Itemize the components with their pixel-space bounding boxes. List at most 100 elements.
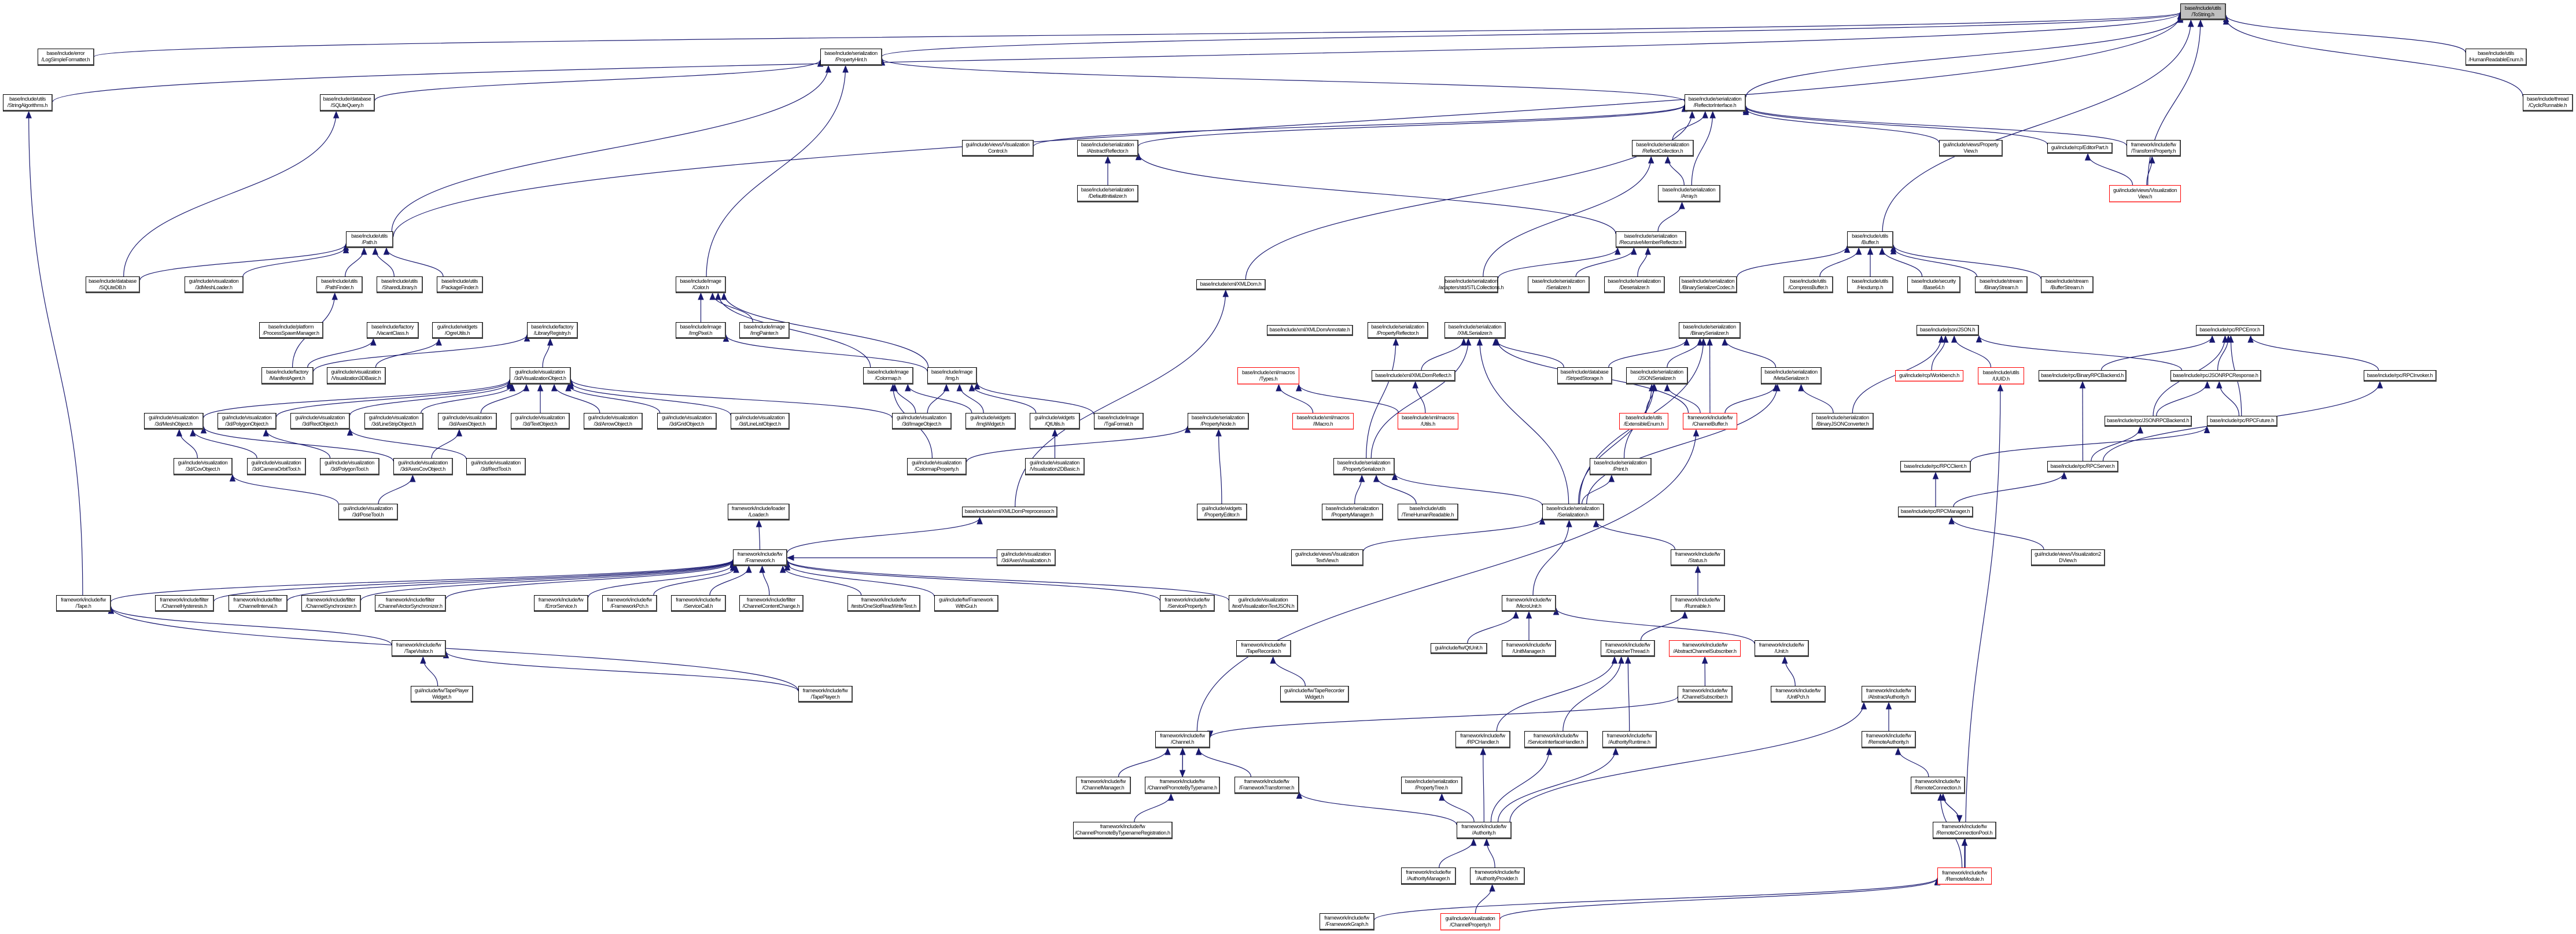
graph-node-rpchandler[interactable]: framework/include/fw/RPCHandler.h — [1455, 731, 1510, 748]
graph-node-image-object[interactable]: gui/include/visualization/3d/ImageObject… — [892, 413, 952, 430]
graph-node-visualization2-dbasic[interactable]: gui/include/visualization/Visualization2… — [1025, 458, 1085, 475]
graph-node-process-spawn-manager[interactable]: base/include/platform/ProcessSpawnManage… — [259, 322, 323, 339]
graph-node-img-widget[interactable]: gui/include/widgets/ImgWidget.h — [965, 413, 1016, 430]
graph-node-remote-connection[interactable]: framework/include/fw/RemoteConnection.h — [1911, 777, 1965, 794]
graph-node-binary-serializer[interactable]: base/include/serialization/BinarySeriali… — [1679, 322, 1741, 339]
graph-node-compress-buffer[interactable]: base/include/utils/CompressBuffer.h — [1783, 276, 1833, 293]
graph-node-polygon-tool[interactable]: gui/include/visualization/3d/PolygonTool… — [320, 458, 379, 475]
graph-node-remote-connection-pool[interactable]: framework/include/fw/RemoteConnectionPoo… — [1933, 822, 1996, 839]
graph-node-uuid[interactable]: base/include/utils/UUID.h — [1978, 367, 2024, 385]
graph-node-serialization[interactable]: base/include/serialization/Serialization… — [1542, 504, 1604, 520]
graph-node-vacant-class[interactable]: base/include/factory/VacantClass.h — [367, 322, 419, 339]
graph-node-xmldom-annotate[interactable]: base/include/xml/XMLDomAnnotate.h — [1267, 325, 1353, 336]
graph-node-macro-utils[interactable]: base/include/xml/macros/Utils.h — [1398, 413, 1458, 430]
graph-node-micro-unit[interactable]: framework/include/fw/MicroUnit.h — [1502, 595, 1556, 612]
graph-node-img[interactable]: base/include/image/Img.h — [927, 367, 977, 385]
graph-node-channel-manager[interactable]: framework/include/fw/ChannelManager.h — [1076, 777, 1131, 794]
graph-node-qt-unit[interactable]: gui/include/fw/QtUnit.h — [1431, 643, 1487, 654]
graph-node-manifest-agent[interactable]: base/include/factory/ManifestAgent.h — [261, 367, 314, 385]
graph-node-meta-serializer[interactable]: base/include/serialization/MetaSerialize… — [1761, 367, 1822, 385]
graph-node-stlcollections[interactable]: base/include/serialization/adapters/std/… — [1439, 276, 1503, 293]
graph-node-rpcmanager[interactable]: base/include/rpc/RPCManager.h — [1898, 507, 1973, 518]
graph-node-string-algorithms[interactable]: base/include/utils/StringAlgorithms.h — [3, 94, 53, 112]
graph-node-channel-property[interactable]: gui/include/visualization/ChannelPropert… — [1440, 913, 1500, 931]
graph-node-framework-graph[interactable]: framework/include/fw/FrameworkGraph.h — [1320, 913, 1374, 931]
graph-node-authority-manager[interactable]: framework/include/fw/AuthorityManager.h — [1401, 867, 1456, 885]
graph-node-rpcinvoker[interactable]: base/include/rpc/RPCInvoker.h — [2364, 370, 2437, 382]
graph-node-dispatcher-thread[interactable]: framework/include/fw/DispatcherThread.h — [1601, 640, 1655, 657]
graph-node-reflector-interface[interactable]: base/include/serialization/ReflectorInte… — [1685, 94, 1746, 112]
graph-node-channel-promote-by-typename-registration[interactable]: framework/include/fw/ChannelPromoteByTyp… — [1073, 822, 1173, 839]
graph-node-xmldom-reflect[interactable]: base/include/xml/XMLDomReflect.h — [1372, 370, 1455, 382]
graph-node-to-string[interactable]: base/include/utils/ToString.h — [2180, 3, 2226, 20]
graph-node-axes-cov-object[interactable]: gui/include/visualization/3d/AxesCovObje… — [393, 458, 453, 475]
graph-node-text-object[interactable]: gui/include/visualization/3d/TextObject.… — [511, 413, 570, 430]
graph-node-channel-interval[interactable]: framework/include/filter/ChannelInterval… — [229, 595, 288, 612]
graph-node-channel-hysteresis[interactable]: framework/include/filter/ChannelHysteres… — [155, 595, 214, 612]
graph-node-package-finder[interactable]: base/include/utils/PackageFinder.h — [437, 276, 483, 293]
graph-node-channel[interactable]: framework/include/fw/Channel.h — [1155, 731, 1210, 748]
graph-node-reflect-collection[interactable]: base/include/serialization/ReflectCollec… — [1632, 140, 1694, 157]
graph-node-buffer[interactable]: base/include/utils/Buffer.h — [1847, 231, 1893, 248]
graph-node-grid-object[interactable]: gui/include/visualization/3d/GridObject.… — [657, 413, 717, 430]
graph-node-abstract-reflector[interactable]: base/include/serialization/AbstractRefle… — [1077, 140, 1138, 157]
graph-node-property-tree[interactable]: base/include/serialization/PropertyTree.… — [1401, 777, 1462, 794]
graph-node-channel-subscriber[interactable]: framework/include/fw/ChannelSubscriber.h — [1678, 686, 1733, 703]
graph-node-arrow-object[interactable]: gui/include/visualization/3d/ArrowObject… — [584, 413, 643, 430]
graph-node-editor-part[interactable]: gui/include/rcp/EditorPart.h — [2047, 143, 2113, 154]
graph-node-path-finder[interactable]: base/include/utils/PathFinder.h — [316, 276, 363, 293]
graph-node-line-list-object[interactable]: gui/include/visualization/3d/LineListObj… — [731, 413, 790, 430]
graph-node-unit-manager[interactable]: framework/include/fw/UnitManager.h — [1502, 640, 1556, 657]
graph-node-visualization-text-json[interactable]: gui/include/visualization/text/Visualiza… — [1229, 595, 1298, 612]
graph-node-log-simple-formatter[interactable]: base/include/error/LogSimpleFormatter.h — [38, 49, 94, 66]
graph-node-imacro[interactable]: base/include/xml/macros/IMacro.h — [1292, 413, 1354, 430]
graph-node-pose-tool[interactable]: gui/include/visualization/3d/PoseTool.h — [338, 504, 398, 520]
graph-node-path[interactable]: base/include/utils/Path.h — [346, 231, 393, 248]
graph-node-extensible-enum[interactable]: base/include/utils/ExtensibleEnum.h — [1619, 413, 1668, 430]
graph-node-striped-storage[interactable]: base/include/database/StripedStorage.h — [1557, 367, 1612, 385]
graph-node-tape[interactable]: framework/include/fw/Tape.h — [56, 595, 111, 612]
graph-node-property-hint[interactable]: base/include/serialization/PropertyHint.… — [820, 49, 882, 66]
graph-node-rect-tool[interactable]: gui/include/visualization/3d/RectTool.h — [466, 458, 526, 475]
graph-node-color[interactable]: base/include/image/Color.h — [676, 276, 726, 293]
graph-node-authority[interactable]: framework/include/fw/Authority.h — [1457, 822, 1512, 839]
graph-node-rpcerror[interactable]: base/include/rpc/RPCError.h — [2196, 325, 2264, 336]
graph-node-human-readable-enum[interactable]: base/include/utils/HumanReadableEnum.h — [2466, 49, 2527, 66]
graph-node-mesh-loader[interactable]: gui/include/visualization/3dMeshLoader.h — [185, 276, 244, 293]
graph-node-sqlite-db[interactable]: base/include/database/SQLiteDB.h — [86, 276, 140, 293]
graph-node-abstract-channel-subscriber[interactable]: framework/include/fw/AbstractChannelSubs… — [1669, 640, 1741, 657]
graph-node-service-interface-handler[interactable]: framework/include/fw/ServiceInterfaceHan… — [1524, 731, 1588, 748]
graph-node-binary-jsonconverter[interactable]: base/include/serialization/BinaryJSONCon… — [1812, 413, 1874, 430]
graph-node-unit[interactable]: framework/include/fw/Unit.h — [1755, 640, 1809, 657]
graph-node-default-initializer[interactable]: base/include/serialization/DefaultInitia… — [1077, 185, 1138, 202]
graph-node-jsonrpcbackend[interactable]: base/include/rpc/JSONRPCBackend.h — [2105, 416, 2192, 427]
graph-node-abstract-authority[interactable]: framework/include/fw/AbstractAuthority.h — [1862, 686, 1916, 703]
graph-node-rpcclient[interactable]: base/include/rpc/RPCClient.h — [1900, 461, 1971, 472]
graph-node-serializer[interactable]: base/include/serialization/Serializer.h — [1528, 276, 1590, 293]
graph-node-one-slot-read-write-test[interactable]: framework/include/fw/tests/OneSlotReadWr… — [847, 595, 920, 612]
graph-node-rect-object[interactable]: gui/include/visualization/3d/RectObject.… — [290, 413, 350, 430]
graph-node-unit-pch[interactable]: framework/include/fw/UnitPch.h — [1771, 686, 1826, 703]
graph-node-authority-provider[interactable]: framework/include/fw/AuthorityProvider.h — [1470, 867, 1525, 885]
graph-node-property-editor[interactable]: gui/include/widgets/PropertyEditor.h — [1197, 504, 1247, 520]
graph-node-property-reflector[interactable]: base/include/serialization/PropertyRefle… — [1368, 322, 1428, 339]
graph-node-polygon-object[interactable]: gui/include/visualization/3d/PolygonObje… — [218, 413, 277, 430]
graph-node-error-service[interactable]: framework/include/fw/ErrorService.h — [534, 595, 588, 612]
graph-node-visualization3-dbasic[interactable]: gui/include/visualization/Visualization3… — [327, 367, 386, 385]
graph-node-framework[interactable]: framework/include/fw/Framework.h — [733, 549, 787, 566]
graph-node-transform-property[interactable]: framework/include/fw/TransformProperty.h — [2127, 140, 2181, 157]
graph-node-service-call[interactable]: framework/include/fw/ServiceCall.h — [671, 595, 726, 612]
graph-node-mesh-object[interactable]: gui/include/visualization/3d/MeshObject.… — [144, 413, 204, 430]
graph-node-library-registry[interactable]: base/include/factory/LibraryRegistry.h — [527, 322, 578, 339]
graph-node-property-manager[interactable]: base/include/serialization/PropertyManag… — [1322, 504, 1383, 520]
graph-node-axes-object[interactable]: gui/include/visualization/3d/AxesObject.… — [438, 413, 497, 430]
graph-node-line-strip-object[interactable]: gui/include/visualization/3d/LineStripOb… — [364, 413, 423, 430]
graph-node-cov-object[interactable]: gui/include/visualization/3d/CovObject.h — [174, 458, 233, 475]
graph-node-hexdump[interactable]: base/include/utils/Hexdump.h — [1847, 276, 1893, 293]
graph-node-xmlserializer[interactable]: base/include/serialization/XMLSerializer… — [1444, 322, 1506, 339]
